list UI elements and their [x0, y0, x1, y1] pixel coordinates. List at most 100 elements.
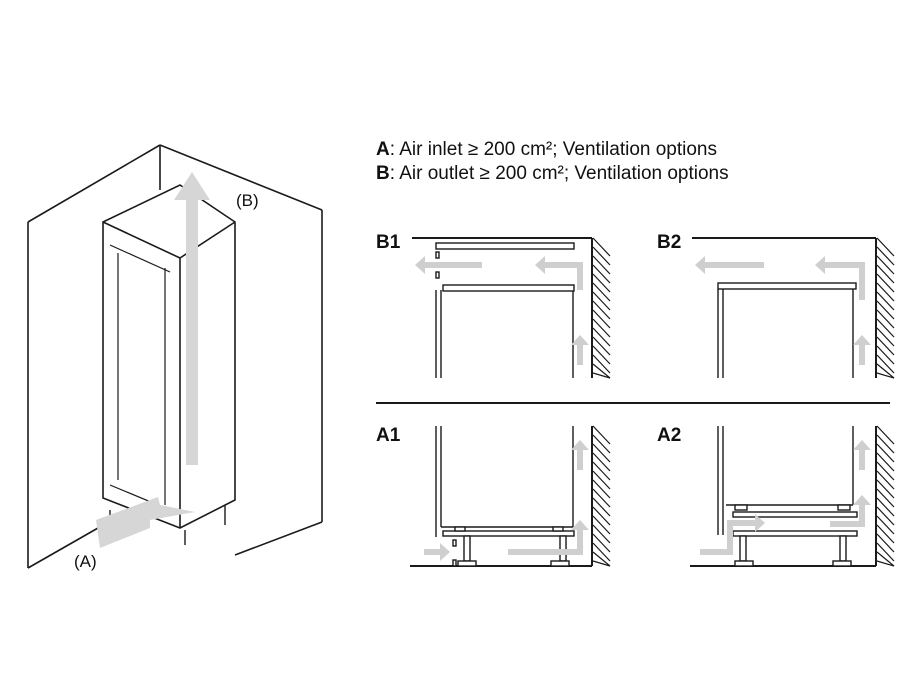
hatch-line [592, 336, 611, 356]
hatch-line [592, 291, 611, 311]
hatch-line [876, 264, 895, 284]
foot-right [837, 504, 851, 511]
hatch-line [592, 354, 611, 374]
hatch-line [876, 533, 895, 553]
hatch-line [876, 506, 895, 526]
plinth-shelf [732, 530, 858, 537]
hatch-line [592, 300, 611, 320]
foot-left [734, 504, 748, 511]
hatch-line [876, 309, 895, 329]
arrow-inlet-head [755, 514, 765, 532]
hatch-line [592, 372, 611, 379]
arrow-outlet-head [415, 256, 425, 274]
plinth-shelf [442, 530, 575, 537]
arrow-rear-mid-head [853, 495, 871, 505]
arrow-inlet-front-head [440, 543, 450, 561]
wall-a1 [591, 425, 611, 567]
vent-clip-top [452, 539, 457, 547]
hatch-line [592, 363, 611, 379]
panel-b1 [412, 237, 611, 379]
hatch-line [592, 461, 611, 481]
legend-text-a: : Air inlet ≥ 200 cm²; Ventilation optio… [389, 139, 718, 160]
cabinet-shelf [109, 244, 171, 273]
cabinet-front-top [102, 221, 181, 259]
legend-text-b: : Air outlet ≥ 200 cm²; Ventilation opti… [389, 163, 729, 184]
top-panel [435, 242, 575, 250]
hatch-line [592, 309, 611, 329]
hatch-line [876, 524, 895, 544]
legend-inlet: A: Air inlet ≥ 200 cm²; Ventilation opti… [376, 139, 717, 161]
hatch-line [592, 542, 611, 562]
arrow-rear-bottom-head [571, 335, 589, 345]
hatch-line [876, 273, 895, 293]
vent-clip-bottom [452, 559, 457, 567]
wall-b1 [591, 237, 611, 379]
arrow-rear-up-shaft [545, 262, 583, 290]
hatch-line [876, 291, 895, 311]
arrow-rear-mid-shaft [830, 505, 865, 527]
hatch-line [592, 282, 611, 302]
hatch-line [876, 542, 895, 562]
panel-a2 [690, 425, 895, 567]
hatch-line [592, 345, 611, 365]
hatch-line [876, 515, 895, 535]
hatch-line [876, 452, 895, 472]
hatch-line [876, 255, 895, 275]
panel-label-a2: A2 [657, 425, 682, 446]
ventilation-panels [376, 237, 895, 567]
hatch-line [592, 327, 611, 347]
hatch-line [876, 246, 895, 266]
hatch-line [876, 363, 895, 379]
hatch-line [592, 237, 611, 257]
hatch-line [876, 488, 895, 508]
hatch-line [592, 497, 611, 517]
foot-right [552, 526, 564, 532]
hatch-line [592, 533, 611, 553]
hatch-line [876, 336, 895, 356]
hatch-line [876, 470, 895, 490]
hatch-line [876, 551, 895, 567]
hatch-line [592, 506, 611, 526]
wall-b2 [875, 237, 895, 379]
hatch-line [876, 354, 895, 374]
wall-edge-top-left [27, 144, 161, 223]
hatch-line [876, 434, 895, 454]
hatch-line [592, 515, 611, 535]
panel-a1 [410, 425, 611, 567]
hatch-line [876, 372, 895, 379]
appliance-top [442, 284, 575, 292]
appliance-base [732, 511, 858, 518]
panel-label-b1: B1 [376, 232, 401, 253]
wall-edge-top-right [159, 144, 323, 211]
arrow-rear-bottom-head [853, 335, 871, 345]
hatch-line [592, 246, 611, 266]
vent-clip-top [435, 251, 440, 259]
callout-inlet: (A) [74, 552, 97, 571]
hatch-line [592, 551, 611, 567]
panel-label-a1: A1 [376, 425, 401, 446]
leveler-left [457, 560, 477, 567]
arrow-outlet-head [695, 256, 705, 274]
hatch-line [876, 327, 895, 347]
hatch-line [876, 443, 895, 463]
hatch-line [592, 452, 611, 472]
hatch-line [876, 345, 895, 365]
hatch-line [876, 282, 895, 302]
hatch-line [876, 497, 895, 517]
hatch-line [592, 255, 611, 275]
foot-left [454, 526, 466, 532]
callout-outlet: (B) [236, 191, 259, 210]
leg-left [739, 535, 747, 562]
legend-key-a: A [376, 139, 390, 160]
arrow-rear-up-shaft [825, 262, 865, 300]
arrow-rear-up-head [853, 440, 871, 450]
arrow-inlet-under-head [571, 520, 589, 530]
wall-a2 [875, 425, 895, 567]
vent-clip-bottom [435, 271, 440, 279]
legend-key-b: B [376, 163, 390, 184]
hatch-line [592, 443, 611, 463]
arrow-inlet-under-shaft [508, 530, 583, 555]
hatch-line [592, 425, 611, 445]
